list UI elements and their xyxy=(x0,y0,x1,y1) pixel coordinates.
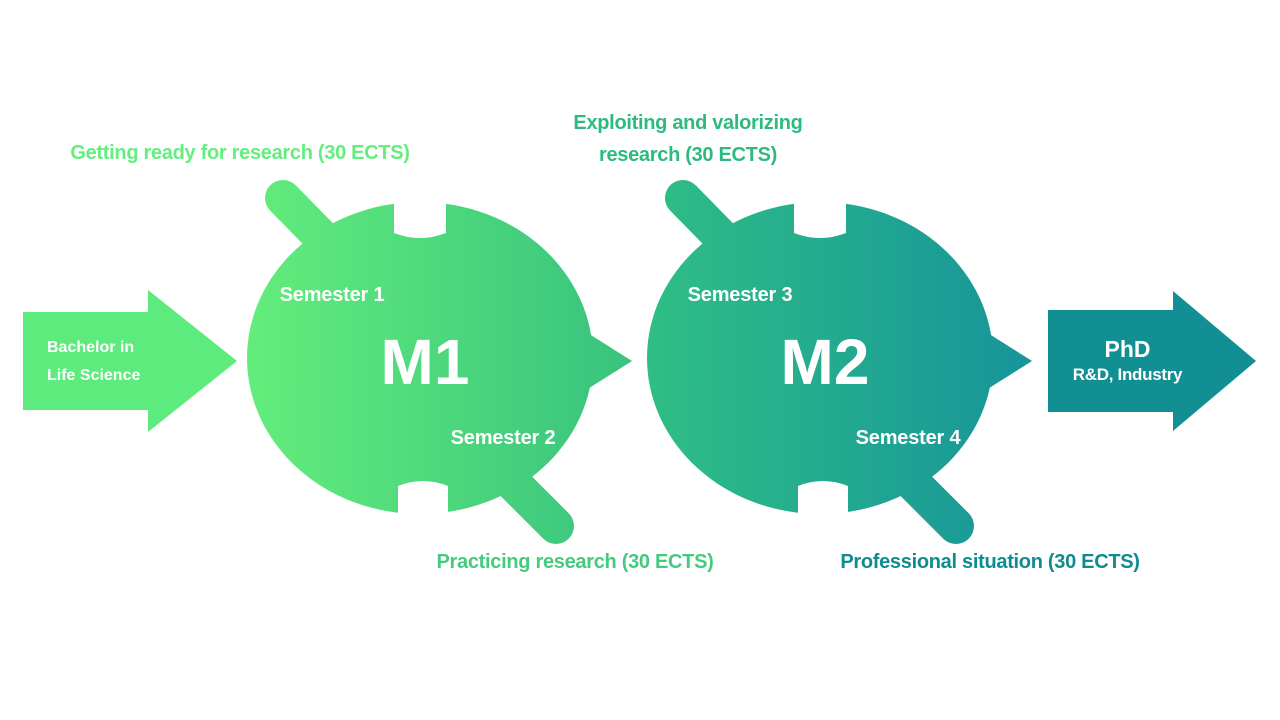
m1-semester1-label: Semester 1 xyxy=(279,284,385,306)
m1-top-notch xyxy=(394,186,446,238)
m2-bottom-notch xyxy=(798,481,848,530)
phd-arrow-label: PhD R&D, Industry xyxy=(1060,336,1195,388)
phd-arrow-label-line2: R&D, Industry xyxy=(1072,365,1183,384)
m1-title: M1 xyxy=(380,326,470,398)
m2-top-caption: Exploiting and valorizing research (30 E… xyxy=(538,107,838,171)
phd-arrow-shape xyxy=(1048,291,1256,431)
m2-semester3-label: Semester 3 xyxy=(687,284,793,306)
bachelor-arrow-label: Bachelor in Life Science xyxy=(47,334,167,390)
m2-title: M2 xyxy=(780,326,870,398)
m1-top-caption: Getting ready for research (30 ECTS) xyxy=(70,142,410,164)
m2-semester4-label: Semester 4 xyxy=(855,427,961,449)
bachelor-arrow-label-line1: Bachelor in xyxy=(47,339,135,356)
m1-bottom-caption: Practicing research (30 ECTS) xyxy=(436,551,714,573)
m2-circle xyxy=(647,202,993,514)
m1-node-shape xyxy=(247,180,632,544)
m2-bottom-caption: Professional situation (30 ECTS) xyxy=(840,551,1140,573)
bachelor-arrow-shape xyxy=(23,290,237,432)
phd-arrow-label-line1: PhD xyxy=(1104,336,1151,362)
m1-semester2-label: Semester 2 xyxy=(450,427,556,449)
m2-top-caption-line1: Exploiting and valorizing xyxy=(573,112,803,134)
m2-top-notch xyxy=(794,186,846,238)
m1-circle xyxy=(247,202,593,514)
bachelor-arrow-label-line2: Life Science xyxy=(47,367,141,384)
m2-node-shape xyxy=(647,180,1032,544)
m2-top-caption-line2: research (30 ECTS) xyxy=(598,144,778,166)
m1-bottom-notch xyxy=(398,481,448,530)
